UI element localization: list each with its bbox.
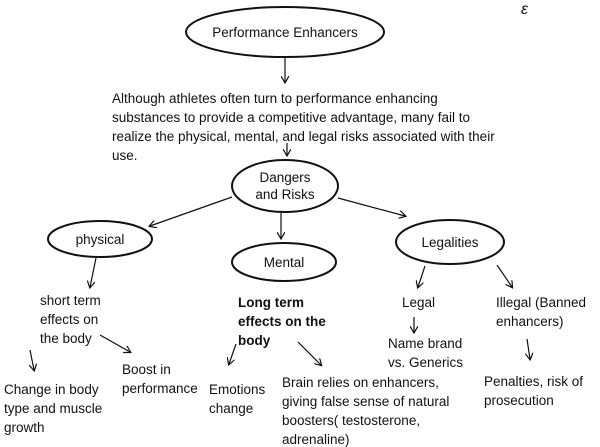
change-line: Change in body [4,382,99,397]
brain-line: adrenaline) [282,432,350,447]
long-term-effects-text: Long term effects on the body [238,295,326,348]
arrow-dangers-to-legalities [337,197,405,216]
boost-line: performance [122,381,198,396]
mental-node-label: Mental [264,255,305,270]
corner-mark: ε [521,1,529,18]
brain-relies-text: Brain relies on enhancers, giving false … [282,375,449,447]
short-term-effects-text: short term effects on the body [40,293,101,346]
change-line: type and muscle [4,401,102,416]
illegal-text: Illegal (Banned enhancers) [496,295,586,329]
physical-node-oval [47,220,153,258]
boost-line: Boost in [122,362,171,377]
arrow-short-term-to-boost [99,334,130,352]
change-in-body-text: Change in body type and muscle growth [4,382,102,435]
brain-line: giving false sense of natural [282,394,449,409]
emotions-line: Emotions [209,382,266,397]
arrow-long-term-to-brain [297,341,321,365]
brain-line: boosters( testosterone, [282,413,420,428]
emotions-line: change [209,401,253,416]
long-term-line: body [238,333,271,348]
penalties-line: prosecution [484,393,554,408]
arrow-long-term-to-emotions [229,343,237,364]
illegal-line: enhancers) [496,314,564,329]
dangers-node-oval [231,159,339,213]
intro-line: substances to provide a competitive adva… [112,110,470,125]
illegal-line: Illegal (Banned [496,295,586,310]
intro-line: Although athletes often turn to performa… [112,91,438,106]
dangers-node-label: and Risks [255,187,315,202]
root-node-oval [185,6,385,58]
mental-node-oval [231,242,337,282]
long-term-line: Long term [238,295,304,310]
name-brand-text: Name brand vs. Generics [388,336,463,370]
arrow-illegal-to-penalties [527,338,530,359]
name-brand-line: Name brand [388,336,462,351]
boost-in-performance-text: Boost in performance [122,362,198,396]
legal-text: Legal [402,295,435,310]
physical-node-label: physical [76,232,125,247]
brain-line: Brain relies on enhancers, [282,375,439,390]
legalities-node-label: Legalities [421,235,478,250]
arrow-legalities-to-illegal [496,264,512,287]
legalities-node-oval [395,219,505,265]
change-line: growth [4,420,45,435]
intro-line: use. [112,148,138,163]
short-term-line: the body [40,331,92,346]
penalties-text: Penalties, risk of prosecution [484,374,583,408]
intro-line: realize the physical, mental, and legal … [112,129,495,144]
arrow-dangers-to-physical [150,196,233,226]
arrow-physical-to-short-term [90,257,97,287]
emotions-change-text: Emotions change [209,382,266,416]
arrow-legalities-to-legal [418,265,426,287]
dangers-node-label: Dangers [259,170,310,185]
short-term-line: short term [40,293,101,308]
arrow-short-term-to-change [30,349,34,370]
intro-paragraph: Although athletes often turn to performa… [112,91,495,163]
name-brand-line: vs. Generics [388,355,463,370]
penalties-line: Penalties, risk of [484,374,583,389]
long-term-line: effects on the [238,314,326,329]
root-node-label: Performance Enhancers [212,25,358,40]
short-term-line: effects on [40,312,98,327]
